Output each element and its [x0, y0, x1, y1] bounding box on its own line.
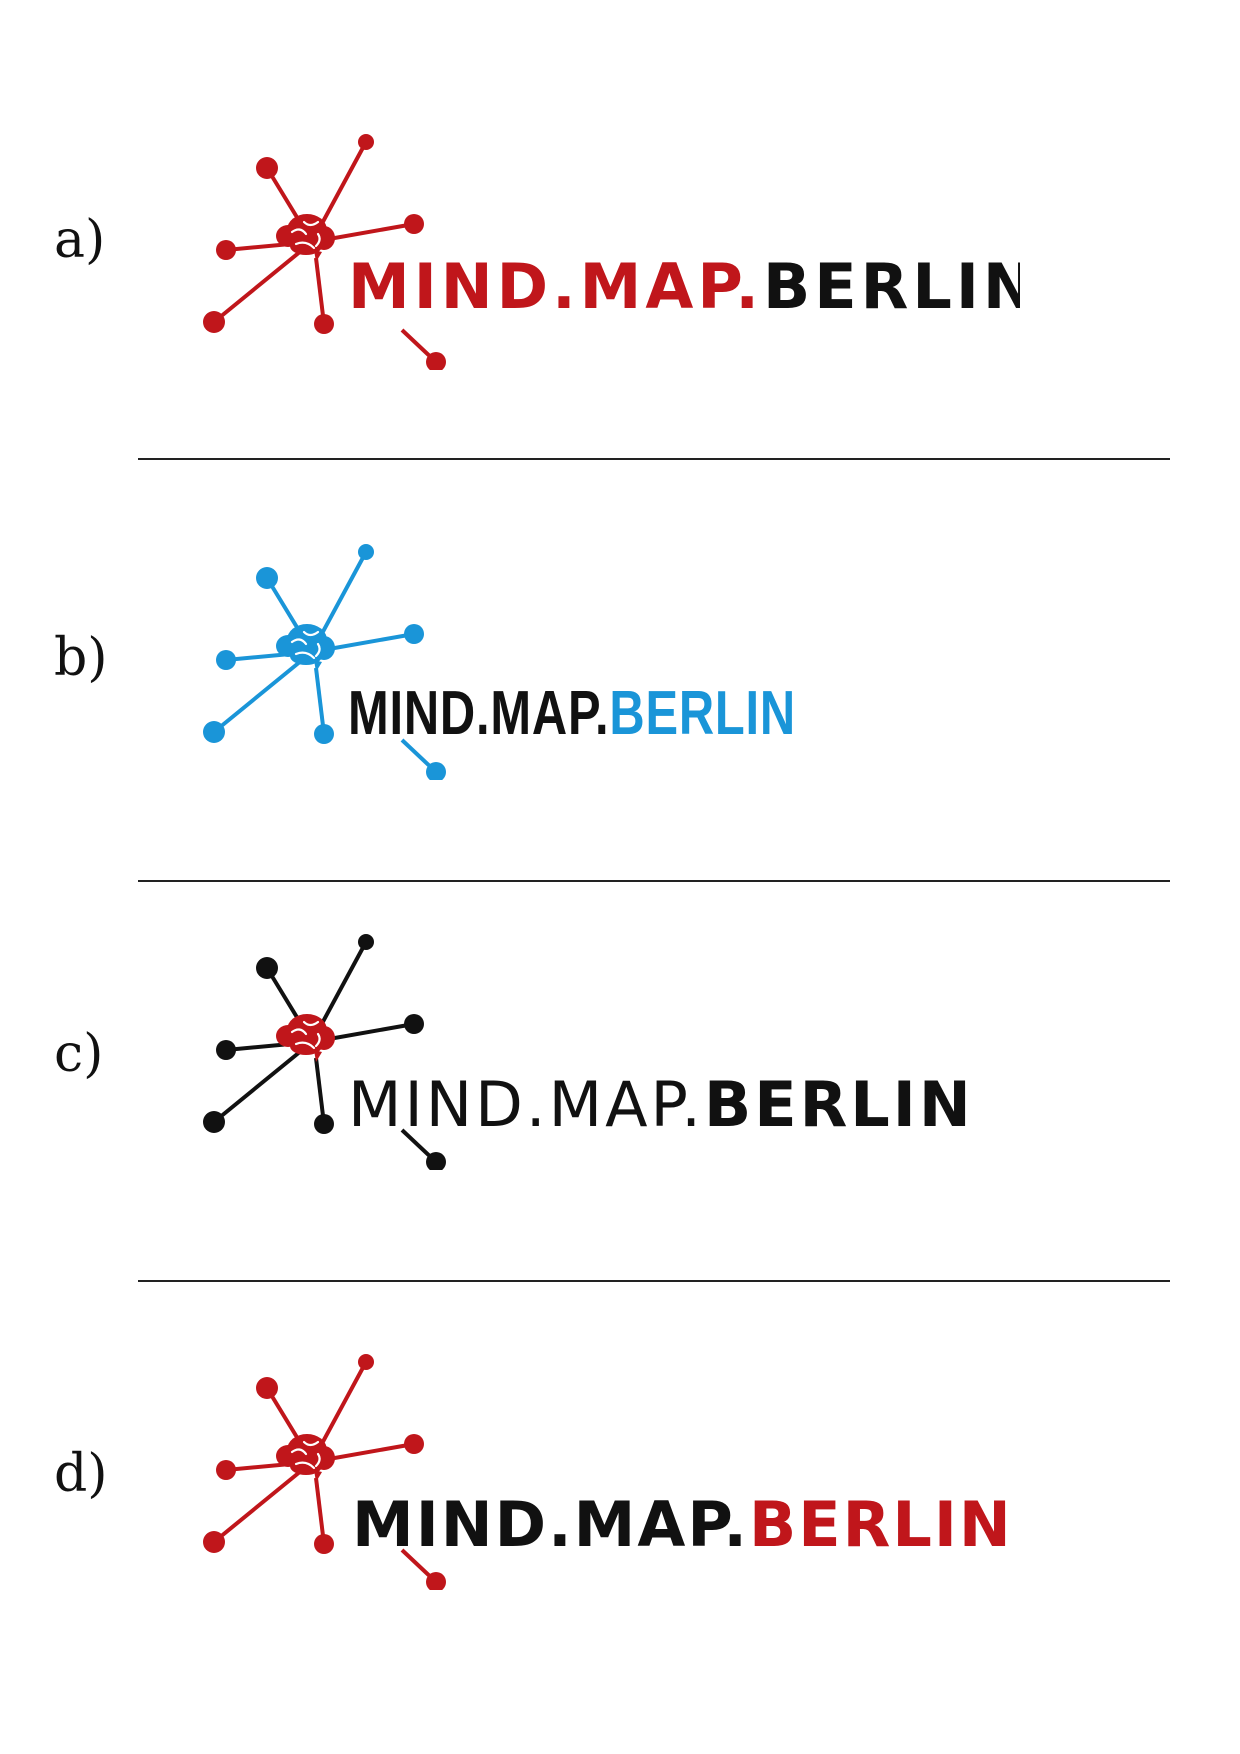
brain-lobe: [290, 1457, 322, 1475]
mind-map-network-icon: MIND.MAP.BERLIN: [203, 134, 1020, 370]
mind-map-network-icon: MIND.MAP.BERLIN: [203, 1354, 1013, 1590]
connector-line: [314, 257, 326, 325]
network-mark: [203, 1354, 446, 1590]
node-dot: [203, 1531, 225, 1553]
wordmark-part2: BERLIN: [763, 250, 1020, 323]
node-dot: [203, 1111, 225, 1133]
node-dot: [358, 134, 374, 150]
node-dot: [256, 157, 278, 179]
brain-icon: [276, 624, 335, 672]
node-dot: [256, 1377, 278, 1399]
wordmark-part1: MIND.MAP.: [348, 1068, 704, 1141]
connector-line: [314, 667, 326, 735]
wordmark-part2: BERLIN: [704, 1068, 974, 1141]
node-dot: [426, 1572, 446, 1590]
node-dot: [216, 1040, 236, 1060]
connector-line: [212, 240, 314, 324]
variant-b-logo: MIND.MAP.BERLIN: [200, 540, 1020, 780]
node-dot: [216, 650, 236, 670]
brain-stem: [314, 660, 322, 672]
variant-c-label: c): [54, 1024, 104, 1084]
variant-b-label: b): [54, 628, 108, 688]
connector-line: [314, 1477, 326, 1545]
node-dot: [314, 1114, 334, 1134]
node-dot: [404, 624, 424, 644]
brain-stem: [314, 1470, 322, 1482]
node-dot: [404, 1434, 424, 1454]
brain-icon: [276, 1014, 335, 1062]
connector-line: [314, 1057, 326, 1125]
network-mark: [203, 934, 446, 1170]
network-mark: [203, 134, 446, 370]
brain-folds: [290, 630, 321, 660]
node-dot: [426, 762, 446, 780]
node-dot: [358, 1354, 374, 1370]
variant-d-logo: MIND.MAP.BERLIN: [200, 1350, 1020, 1590]
node-dot: [358, 544, 374, 560]
brain-lobe: [290, 1037, 322, 1055]
divider: [138, 458, 1170, 460]
variant-a-label: a): [54, 210, 106, 270]
divider: [138, 1280, 1170, 1282]
brain-lobe: [290, 647, 322, 665]
node-dot: [314, 314, 334, 334]
brain-icon: [276, 1434, 335, 1482]
node-dot: [203, 721, 225, 743]
brain-folds: [290, 220, 321, 250]
node-dot: [404, 1014, 424, 1034]
mind-map-network-icon: MIND.MAP.BERLIN: [203, 934, 974, 1170]
node-dot: [216, 1460, 236, 1480]
wordmark-part1: MIND.MAP.: [348, 679, 609, 748]
node-dot: [404, 214, 424, 234]
variant-c-logo: MIND.MAP.BERLIN: [200, 930, 1020, 1170]
brain-folds: [290, 1440, 321, 1470]
variant-d-label: d): [54, 1444, 108, 1504]
node-dot: [314, 724, 334, 744]
node-dot: [358, 934, 374, 950]
connector-line: [212, 1460, 314, 1544]
wordmark: MIND.MAP.BERLIN: [348, 679, 796, 748]
wordmark: MIND.MAP.BERLIN: [348, 250, 1020, 323]
wordmark: MIND.MAP.BERLIN: [352, 1488, 1013, 1561]
node-dot: [203, 311, 225, 333]
node-dot: [426, 1152, 446, 1170]
node-dot: [216, 240, 236, 260]
mind-map-network-icon: MIND.MAP.BERLIN: [203, 544, 796, 780]
divider: [138, 880, 1170, 882]
connector-line: [212, 1040, 314, 1124]
brain-stem: [314, 1050, 322, 1062]
wordmark-part2: BERLIN: [749, 1488, 1013, 1561]
wordmark-part1: MIND.MAP.: [352, 1488, 749, 1561]
wordmark-part1: MIND.MAP.: [348, 250, 763, 323]
connector-line: [212, 650, 314, 734]
network-mark: [203, 544, 446, 780]
node-dot: [314, 1534, 334, 1554]
brain-lobe: [290, 237, 322, 255]
wordmark-part2: BERLIN: [609, 679, 796, 748]
node-dot: [256, 567, 278, 589]
node-dot: [426, 352, 446, 370]
brain-icon: [276, 214, 335, 262]
wordmark: MIND.MAP.BERLIN: [348, 1068, 974, 1141]
brain-stem: [314, 250, 322, 262]
node-dot: [256, 957, 278, 979]
brain-folds: [290, 1020, 321, 1050]
variant-a-logo: MIND.MAP.BERLIN: [200, 130, 1020, 370]
